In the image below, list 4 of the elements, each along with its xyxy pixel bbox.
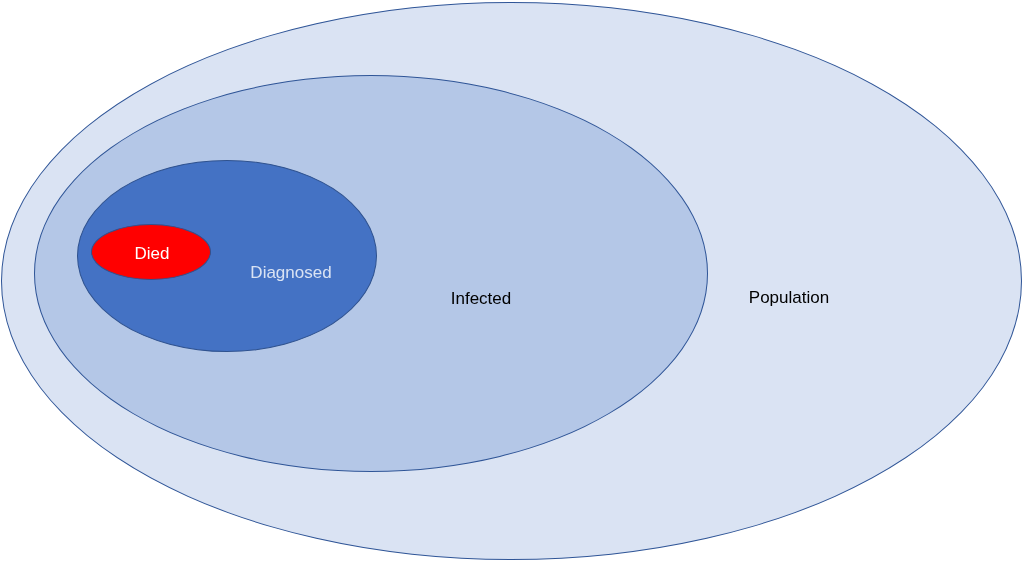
set-label: Died xyxy=(134,244,170,264)
set-label: Diagnosed xyxy=(250,263,332,283)
set-label: Infected xyxy=(450,289,512,309)
set-label: Population xyxy=(748,288,830,308)
